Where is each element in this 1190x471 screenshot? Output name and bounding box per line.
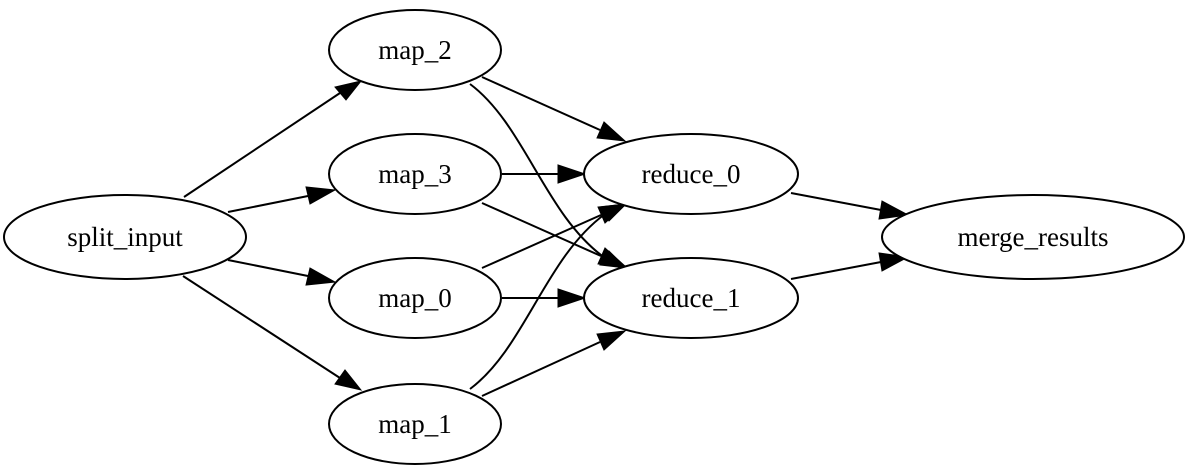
edge-reduce_1-merge_results xyxy=(790,252,910,280)
edge-split_input-map_3 xyxy=(227,186,337,213)
edge-map_1-reduce_1 xyxy=(481,330,627,397)
edge-map_3-reduce_1 xyxy=(481,202,628,268)
node-map_2-label: map_2 xyxy=(378,35,452,65)
node-split_input: split_input xyxy=(3,194,247,280)
edges xyxy=(182,76,910,397)
edge-reduce_0-merge_results xyxy=(790,192,910,220)
node-map_3-label: map_3 xyxy=(378,159,452,189)
edge-map_2-reduce_0 xyxy=(481,76,627,142)
node-split_input-label: split_input xyxy=(67,222,183,252)
edge-split_input-map_1 xyxy=(182,275,363,391)
edge-split_input-map_2 xyxy=(183,80,363,198)
edge-map_1-reduce_0 xyxy=(469,203,628,390)
node-map_0-label: map_0 xyxy=(378,283,452,313)
edge-map_3-reduce_0 xyxy=(502,164,587,184)
node-map_2: map_2 xyxy=(328,9,502,91)
node-map_0: map_0 xyxy=(328,257,502,339)
edge-map_0-reduce_1 xyxy=(502,288,587,308)
node-reduce_1-label: reduce_1 xyxy=(642,283,741,313)
node-map_1-label: map_1 xyxy=(378,409,452,439)
node-reduce_1: reduce_1 xyxy=(583,257,799,339)
node-reduce_0: reduce_0 xyxy=(583,133,799,215)
node-map_1: map_1 xyxy=(328,383,502,465)
edge-split_input-map_0 xyxy=(227,259,337,286)
node-merge_results: merge_results xyxy=(881,194,1185,280)
nodes: split_input map_2 map_3 map_0 map_1 redu… xyxy=(3,9,1185,465)
node-reduce_0-label: reduce_0 xyxy=(642,159,741,189)
node-merge_results-label: merge_results xyxy=(958,222,1109,252)
node-map_3: map_3 xyxy=(328,133,502,215)
